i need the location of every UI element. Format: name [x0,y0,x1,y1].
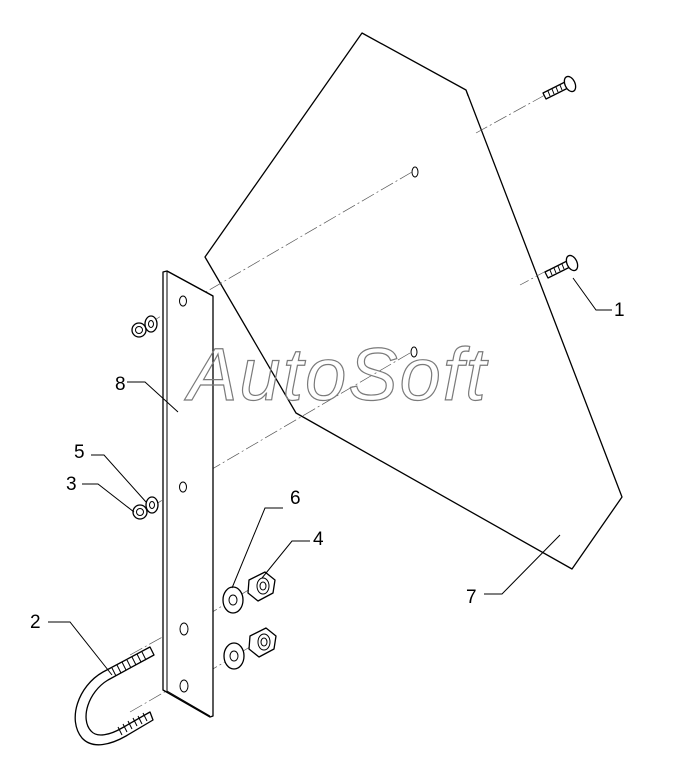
callout-label-5: 5 [74,442,85,463]
nut-washer-set-upper [131,315,158,338]
bolt-part-1-upper [542,75,577,100]
bar-hole-1 [179,295,187,307]
callout-leader-lines [48,277,612,676]
panel-hole-lower [410,346,418,358]
bar-hole-3 [179,622,189,636]
nut-washer-set-lower [132,496,159,520]
callout-label-6: 6 [290,488,301,509]
autosoft-watermark: AutoSoft [184,333,489,416]
mounting-bar-part-8 [162,270,214,718]
washer-nut-set-upper [222,571,276,614]
callout-label-3: 3 [66,474,77,495]
bar-hole-4 [179,679,189,693]
u-bolt-part-2 [74,646,155,746]
washer-nut-set-lower [223,627,277,670]
callout-label-1: 1 [614,300,625,321]
shield-panel-part-7 [204,32,623,570]
callout-label-2: 2 [30,612,41,633]
bolt-part-1-lower [544,254,579,279]
callout-label-8: 8 [115,374,126,395]
callout-label-7: 7 [466,587,477,608]
callout-label-4: 4 [313,529,324,550]
bar-hole-2 [179,481,187,493]
